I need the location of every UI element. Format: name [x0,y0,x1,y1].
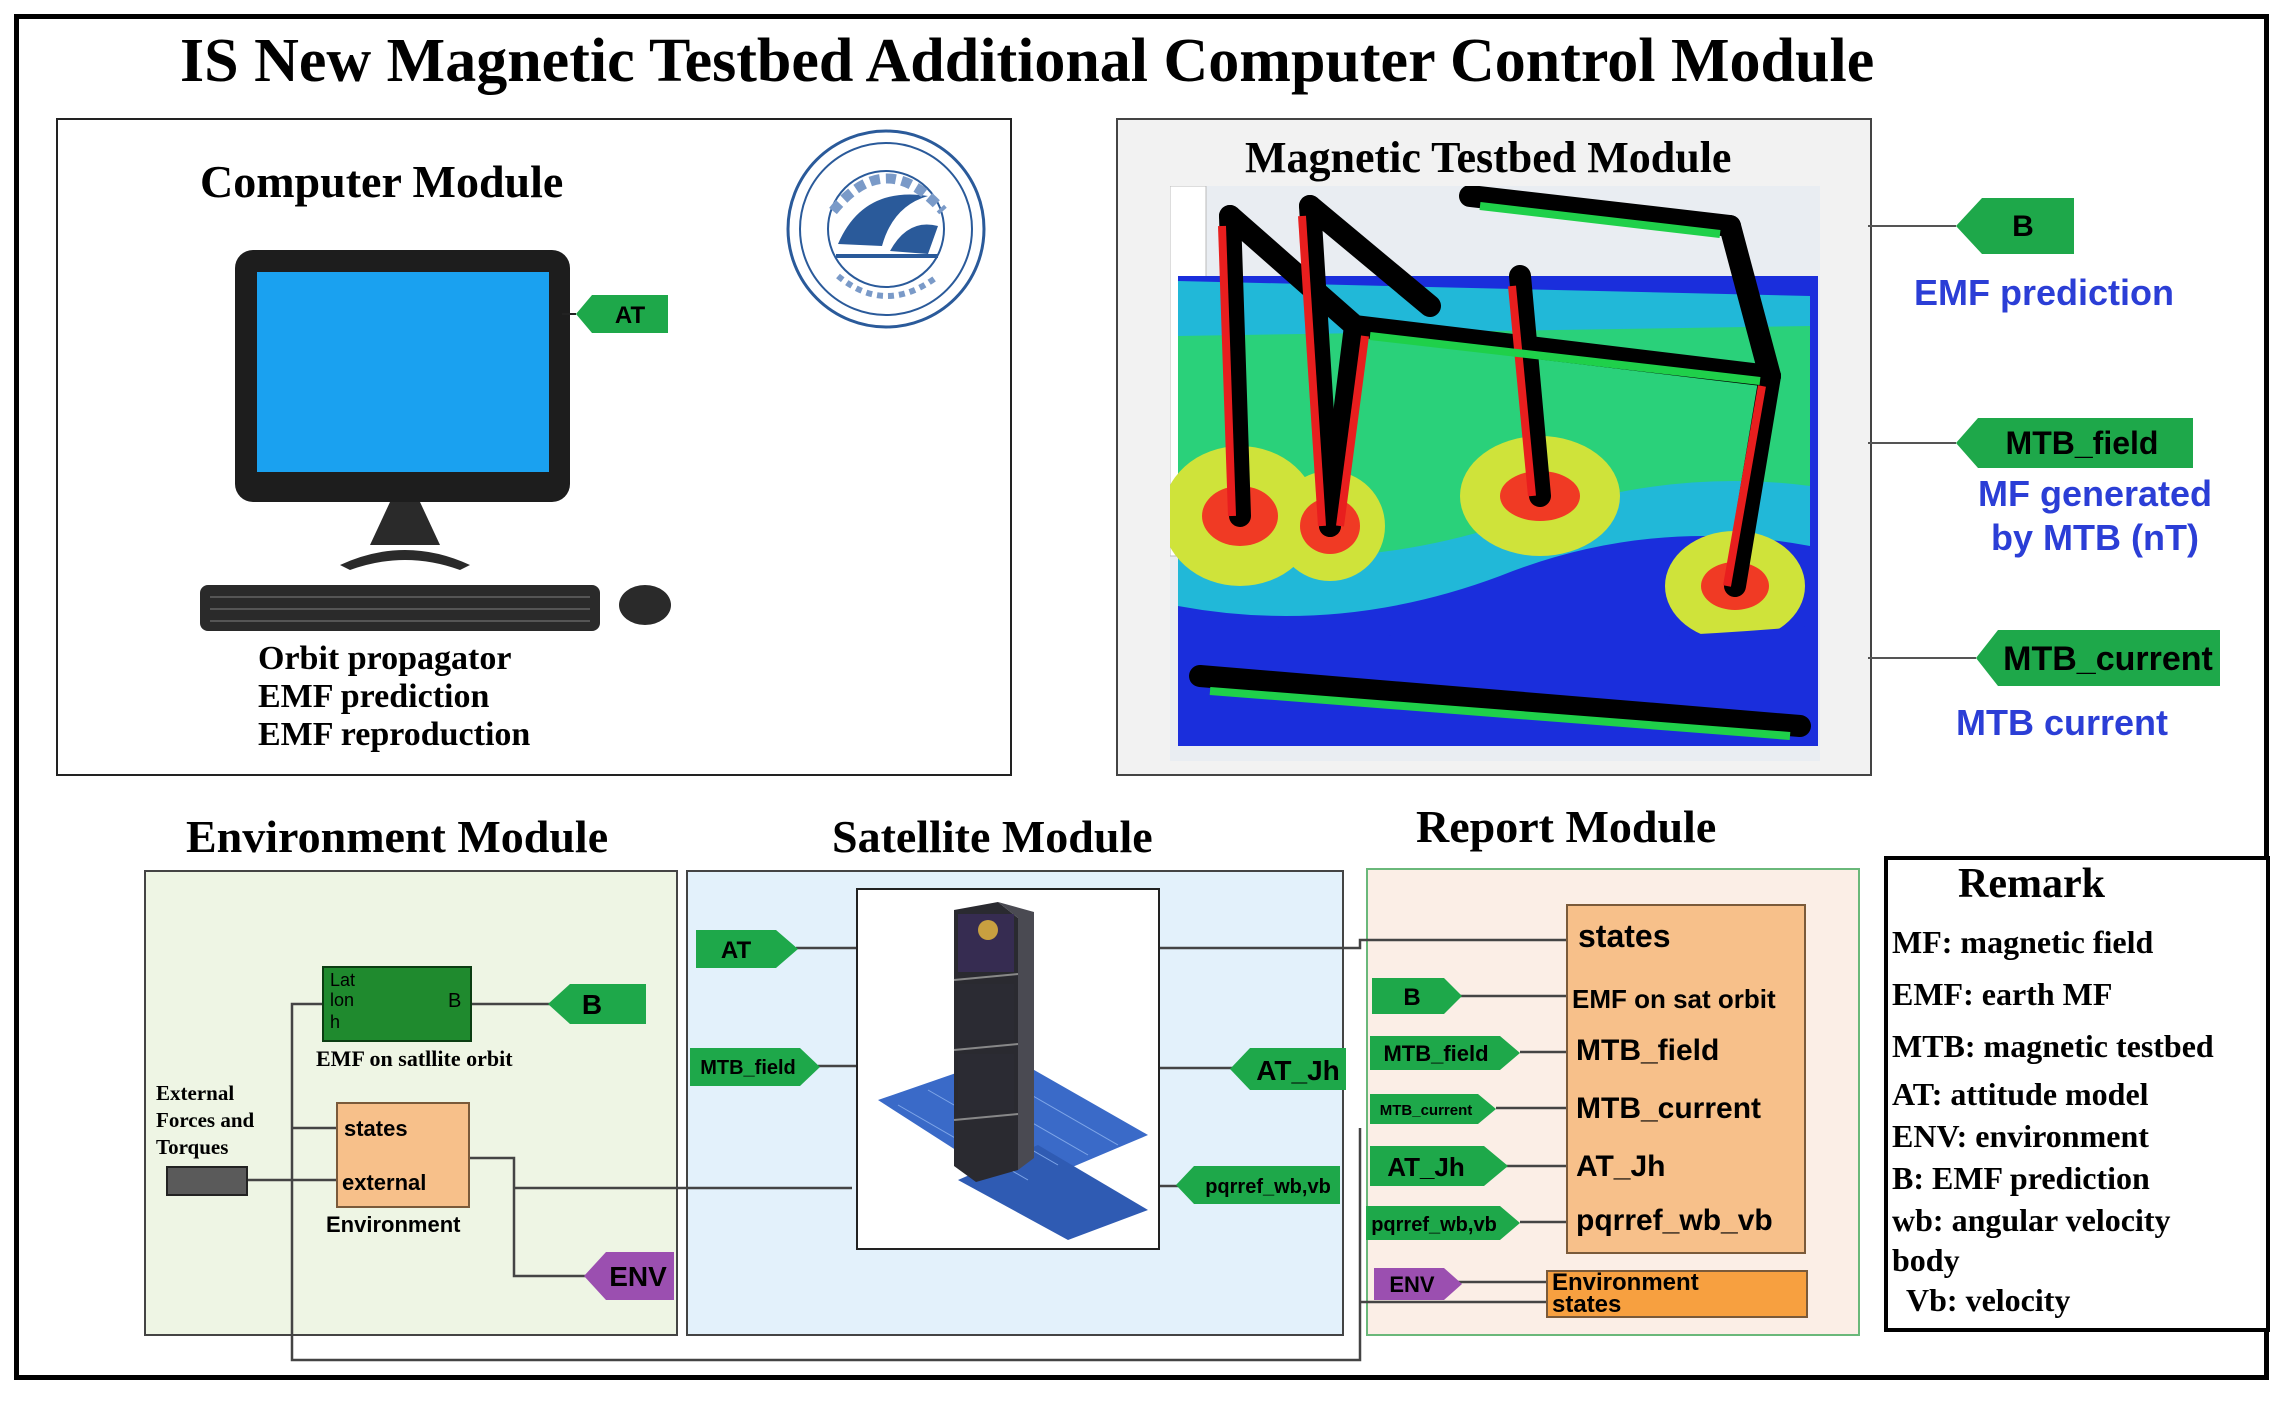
remark-line-7: wb: angular velocity body [1892,1202,2171,1278]
satellite-input-mtb-field-label: MTB_field [700,1057,796,1079]
environment-port-external: external [342,1170,427,1195]
monitor-screen [257,272,549,472]
report-port-states: states [1578,918,1671,954]
report-port-mtb-field: MTB_field [1576,1034,1720,1067]
computer-at-tag-label: AT [615,302,646,329]
external-forces-label: External Forces and Torques [156,1081,255,1159]
testbed-output-mtb-field-desc: MF generated by MTB (nT) [1977,473,2213,558]
university-seal [786,129,986,329]
testbed-output-mtb-current-desc: MTB current [1956,702,2169,743]
remark-line-8: Vb: velocity [1906,1282,2071,1318]
report-input-at-jh: AT_Jh [1370,1146,1508,1186]
remark-line-1: MF: magnetic field [1892,924,2154,960]
report-input-at-jh-label: AT_Jh [1387,1152,1465,1182]
testbed-output-b: B [1868,198,2074,254]
environment-block-caption: Environment [326,1212,461,1237]
report-input-mtb-field-label: MTB_field [1383,1041,1488,1066]
satellite-input-at-label: AT [721,937,752,964]
report-port-pqrref: pqrref_wb_vb [1576,1204,1773,1237]
testbed-output-b-desc: EMF prediction [1914,272,2174,313]
emf-port-lon: lon [330,990,355,1010]
satellite-output-at-jh-label: AT_Jh [1256,1055,1340,1086]
report-input-b: B [1372,978,1462,1014]
environment-port-states: states [344,1116,408,1141]
computer-module-title: Computer Module [200,156,564,207]
report-input-pqrref: pqrref_wb,vb [1366,1206,1520,1240]
emf-port-h: h [330,1012,341,1032]
remark-line-3: MTB: magnetic testbed [1892,1028,2214,1064]
report-port-mtb-current: MTB_current [1576,1092,1762,1125]
computer-function-3: EMF reproduction [258,716,531,753]
computer-function-2: EMF prediction [258,678,490,715]
report-input-mtb-current: MTB_current [1370,1094,1496,1124]
emf-port-b: B [448,990,462,1012]
emf-orbit-caption: EMF on satllite orbit [316,1046,513,1071]
testbed-output-mtb-field: MTB_field [1868,418,2193,468]
report-port-emf: EMF on sat orbit [1572,984,1776,1014]
environment-block: states external [336,1102,470,1208]
report-module-title: Report Module [1416,801,1717,852]
computer-illustration [200,250,671,631]
satellite-output-at-jh: AT_Jh [1230,1048,1346,1090]
remark-line-2: EMF: earth MF [1892,976,2113,1012]
environment-env-tag: ENV [584,1252,674,1300]
remark-line-5: ENV: environment [1892,1118,2149,1154]
computer-function-1: Orbit propagator [258,640,512,677]
satellite-output-pqrref-label: pqrref_wb,vb [1205,1176,1331,1198]
satellite-module-title: Satellite Module [832,811,1153,862]
testbed-module-title: Magnetic Testbed Module [1245,133,1732,182]
remark-title: Remark [1958,861,2105,907]
report-port-at-jh: AT_Jh [1576,1150,1666,1183]
satellite-input-mtb-field: MTB_field [690,1048,820,1086]
report-input-mtb-field: MTB_field [1370,1036,1520,1070]
computer-at-tag: AT [562,295,668,333]
cubesat-illustration [878,902,1148,1240]
testbed-output-mtb-current: MTB_current [1868,630,2220,686]
remark-panel [1884,856,2270,1332]
remark-line-4: AT: attitude model [1892,1076,2149,1112]
environment-env-tag-label: ENV [609,1261,667,1292]
satellite-input-at: AT [696,930,798,968]
report-input-mtb-current-label: MTB_current [1380,1102,1473,1119]
environment-module-title: Environment Module [186,811,609,862]
computer-module-panel [56,118,1012,776]
page-title: IS New Magnetic Testbed Additional Compu… [180,27,1875,95]
emf-port-lat: Lat [330,970,356,990]
report-env-states-block: Environment states [1546,1270,1808,1318]
testbed-field-simulation [1170,186,1820,761]
testbed-output-mtb-field-label: MTB_field [2006,425,2159,461]
emf-orbit-block: Lat lon h B [322,966,472,1042]
report-env-states-label: Environment states [1552,1270,1699,1318]
report-env-tag-label: ENV [1389,1272,1435,1297]
report-block: states EMF on sat orbit MTB_field MTB_cu… [1566,904,1806,1254]
environment-b-tag: B [548,984,646,1024]
testbed-output-mtb-current-label: MTB_current [2003,640,2213,678]
external-forces-block [166,1166,248,1196]
report-input-pqrref-label: pqrref_wb,vb [1371,1214,1497,1236]
testbed-output-b-label: B [2012,210,2034,243]
satellite-output-pqrref: pqrref_wb,vb [1176,1166,1340,1204]
report-env-tag: ENV [1374,1268,1462,1300]
report-input-b-label: B [1403,984,1420,1011]
environment-b-tag-label: B [582,989,602,1020]
remark-line-6: B: EMF prediction [1892,1160,2150,1196]
